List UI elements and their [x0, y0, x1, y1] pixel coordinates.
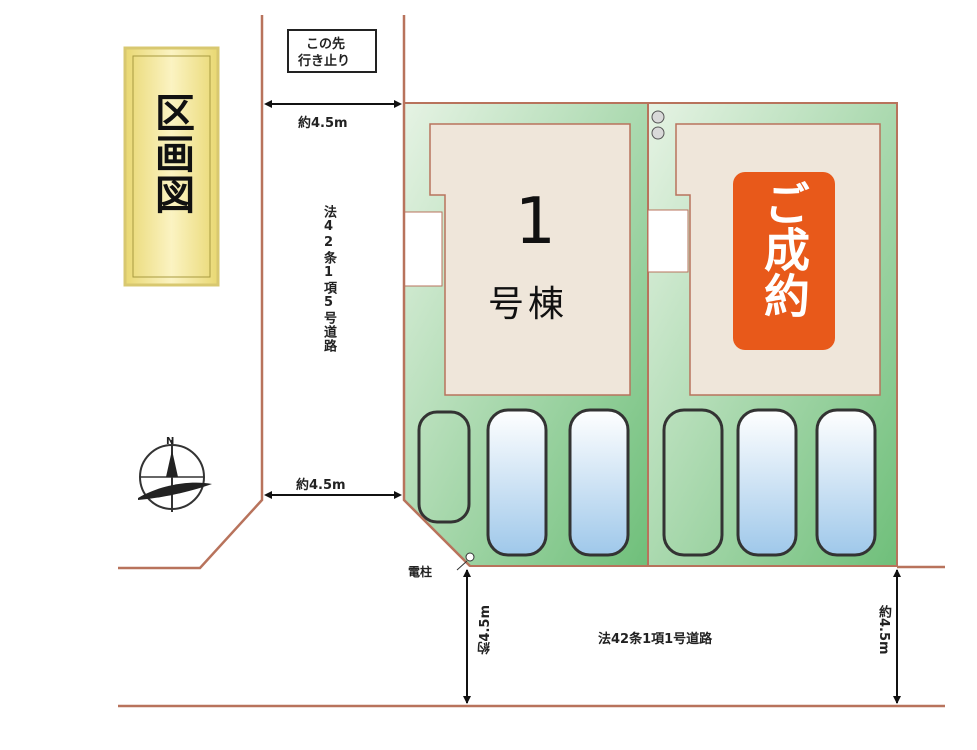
front-road-width-left: 約4.5m	[478, 605, 493, 655]
car-outline	[417, 410, 471, 524]
front-road-label: 法42条1項1号道路	[598, 632, 713, 647]
house-1	[429, 123, 631, 396]
car	[568, 408, 630, 557]
side-road-width-top: 約4.5m	[298, 116, 348, 131]
dead-end-sign	[287, 29, 377, 73]
lot-1-label: 号棟	[488, 284, 569, 325]
front-road-width-right: 約4.5m	[876, 605, 891, 655]
road-lines	[118, 15, 945, 708]
entrance-1	[403, 211, 443, 287]
page-title: 区画図	[148, 92, 195, 215]
car	[815, 408, 877, 557]
side-road-width-bottom: 約4.5m	[296, 478, 346, 493]
utility-pole-icon	[465, 552, 475, 562]
compass-north-label: N	[166, 436, 175, 447]
dimension-arrows	[266, 103, 898, 703]
meter-icon	[651, 110, 665, 124]
entrance-2	[647, 209, 689, 273]
sold-badge	[733, 172, 835, 350]
lot-1-number: 1	[515, 185, 556, 259]
utility-pole-label: 電柱	[408, 565, 433, 579]
car	[736, 408, 798, 557]
sold-badge-text: ご成約	[757, 180, 811, 318]
parking-cars	[417, 408, 877, 557]
side-road-label: 法42条1項5号道路	[321, 205, 336, 353]
car-outline	[662, 408, 724, 557]
title-box	[123, 46, 220, 287]
compass-icon	[138, 440, 212, 512]
dead-end-line1: この先	[306, 37, 346, 52]
car	[486, 408, 548, 557]
dead-end-line2: 行き止り	[298, 54, 351, 69]
